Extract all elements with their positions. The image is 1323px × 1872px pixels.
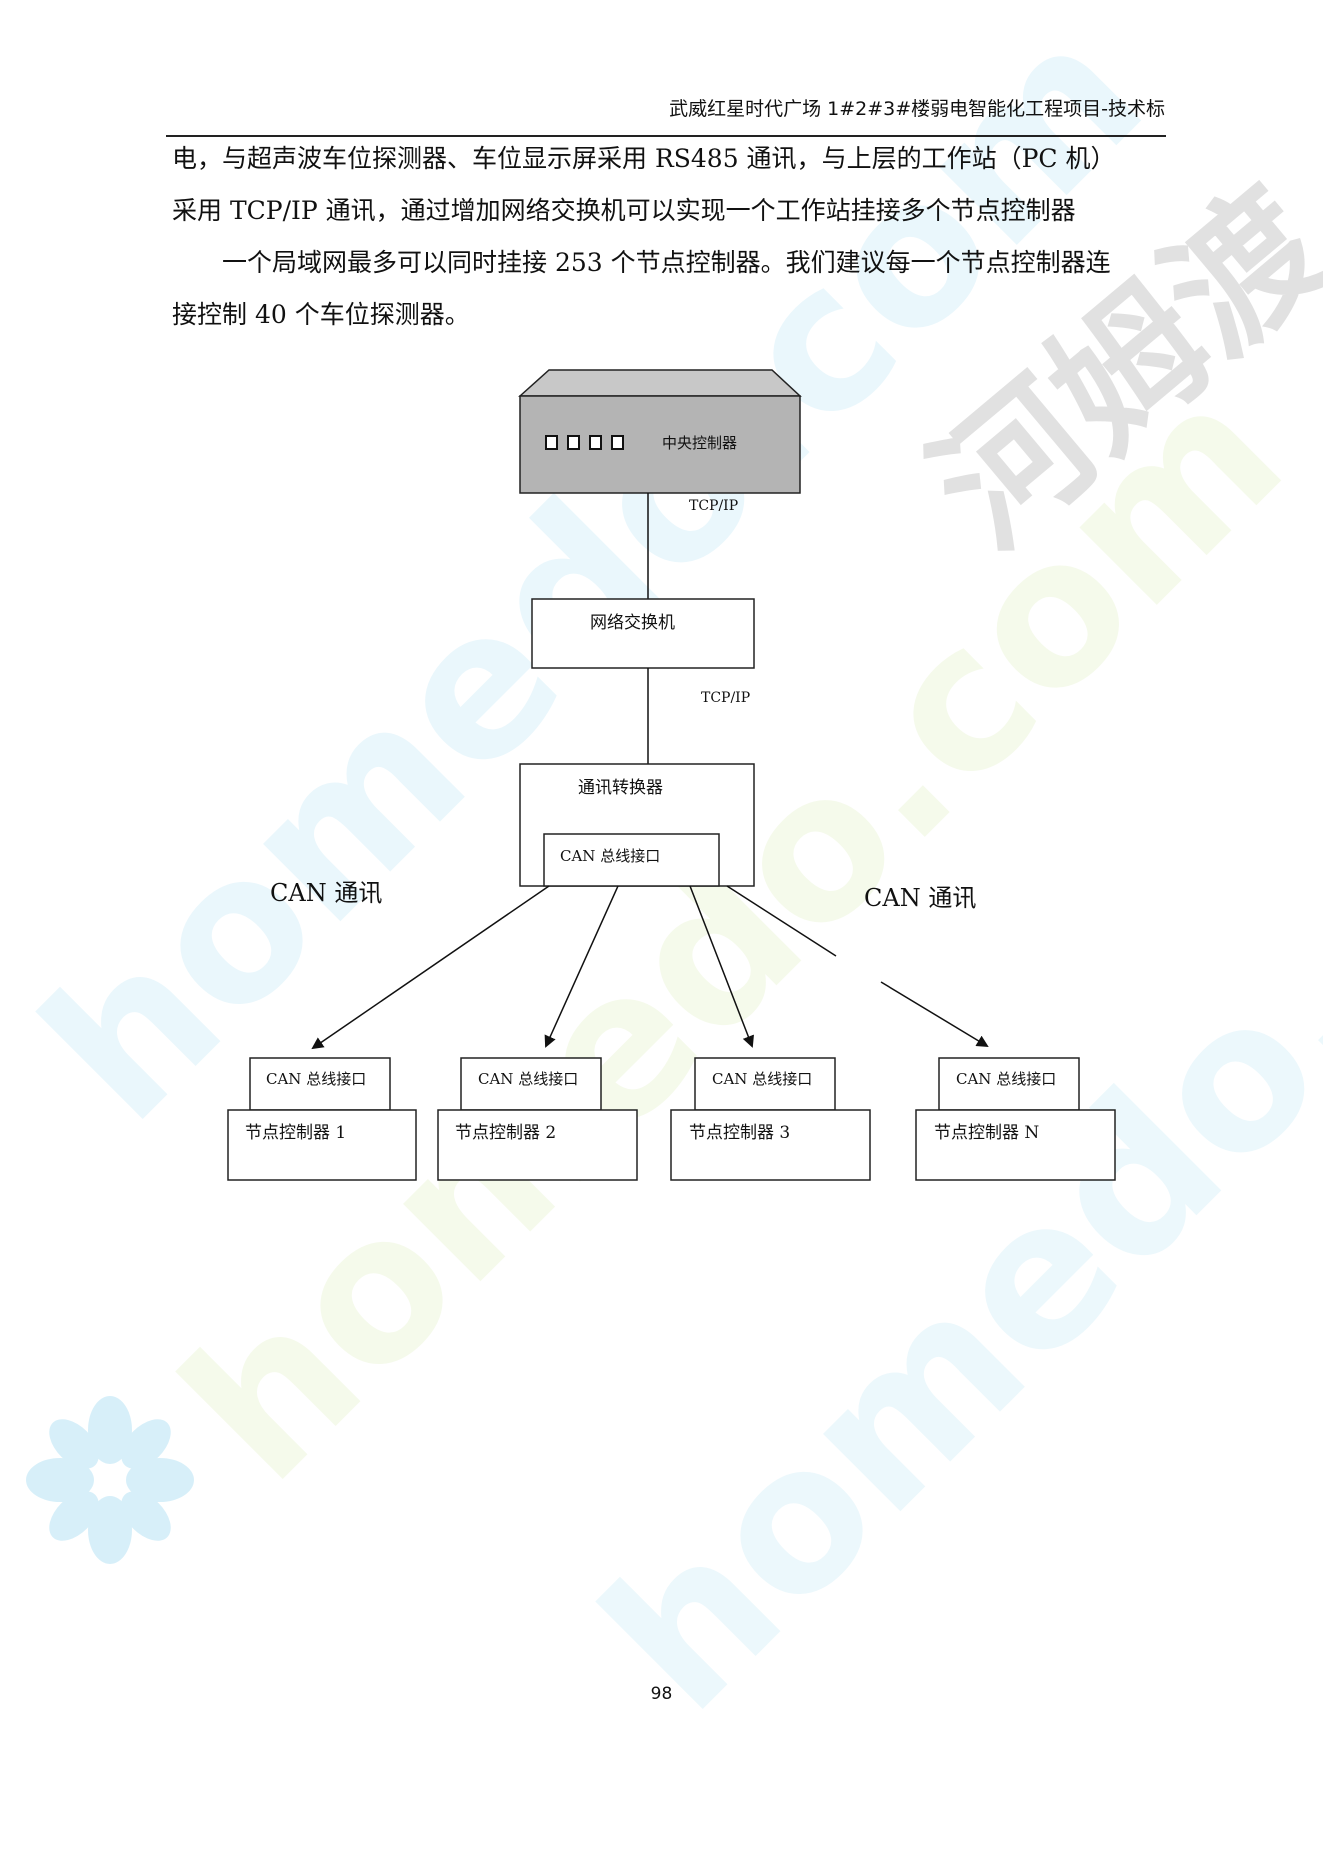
node-controller-2: CAN 总线接口 节点控制器 2 xyxy=(437,1057,638,1181)
can-link-node-n-segment-1 xyxy=(726,885,837,957)
page-header-title: 武威红星时代广场 1#2#3#楼弱电智能化工程项目-技术标 xyxy=(669,98,1165,120)
node-1-can-interface-label: CAN 总线接口 xyxy=(266,1070,366,1088)
paragraph-1: 电，与超声波车位探测器、车位显示屏采用 RS485 通讯，与上层的工作站（PC … xyxy=(172,133,1172,237)
node-2-can-interface xyxy=(460,1057,602,1111)
can-link-node-3 xyxy=(689,885,754,1048)
paragraph-2: 一个局域网最多可以同时挂接 253 个节点控制器。我们建议每一个节点控制器连 接… xyxy=(172,237,1172,341)
node-3-box xyxy=(670,1109,871,1181)
protocol-label-mid: TCP/IP xyxy=(701,690,750,706)
indicator-light-3 xyxy=(589,435,602,450)
protocol-label-top: TCP/IP xyxy=(689,498,738,514)
node-1-box xyxy=(227,1109,417,1181)
converter-can-interface-label: CAN 总线接口 xyxy=(560,847,660,865)
node-controller-3: CAN 总线接口 节点控制器 3 xyxy=(670,1057,871,1181)
paragraph-1-line-2: 采用 TCP/IP 通讯，通过增加网络交换机可以实现一个工作站挂接多个节点控制器 xyxy=(172,196,1076,225)
header-divider xyxy=(166,135,1166,137)
paragraph-2-line-2: 接控制 40 个车位探测器。 xyxy=(172,300,470,329)
network-switch-label: 网络交换机 xyxy=(590,613,675,633)
indicator-light-4 xyxy=(611,435,624,450)
indicator-light-2 xyxy=(567,435,580,450)
can-link-node-1 xyxy=(311,885,550,1050)
node-n-can-interface xyxy=(938,1057,1080,1111)
can-link-node-2 xyxy=(544,885,619,1048)
node-3-label: 节点控制器 3 xyxy=(689,1123,790,1143)
can-comm-label-left: CAN 通讯 xyxy=(270,879,382,907)
flower-logo-watermark xyxy=(26,1396,194,1564)
paragraph-1-line-1: 电，与超声波车位探测器、车位显示屏采用 RS485 通讯，与上层的工作站（PC … xyxy=(172,144,1116,173)
paragraph-2-line-1: 一个局域网最多可以同时挂接 253 个节点控制器。我们建议每一个节点控制器连 xyxy=(222,248,1111,277)
can-link-node-n-segment-2 xyxy=(880,981,989,1048)
node-3-can-interface-label: CAN 总线接口 xyxy=(712,1070,812,1088)
node-n-can-interface-label: CAN 总线接口 xyxy=(956,1070,1056,1088)
page-number: 98 xyxy=(650,1684,673,1704)
node-2-label: 节点控制器 2 xyxy=(455,1123,556,1143)
node-n-box xyxy=(915,1109,1116,1181)
node-controller-1: CAN 总线接口 节点控制器 1 xyxy=(227,1057,417,1181)
central-controller: 中央控制器 xyxy=(518,369,802,494)
converter-can-interface xyxy=(543,833,720,887)
node-2-can-interface-label: CAN 总线接口 xyxy=(478,1070,578,1088)
comm-converter-label: 通讯转换器 xyxy=(578,778,663,798)
node-3-can-interface xyxy=(694,1057,836,1111)
node-1-can-interface xyxy=(249,1057,391,1111)
indicator-light-1 xyxy=(545,435,558,450)
node-1-label: 节点控制器 1 xyxy=(245,1123,346,1143)
node-controller-n: CAN 总线接口 节点控制器 N xyxy=(915,1057,1116,1181)
node-n-label: 节点控制器 N xyxy=(934,1123,1039,1143)
network-switch xyxy=(531,598,755,669)
can-comm-label-right: CAN 通讯 xyxy=(864,884,976,912)
central-controller-label: 中央控制器 xyxy=(662,434,737,452)
node-2-box xyxy=(437,1109,638,1181)
